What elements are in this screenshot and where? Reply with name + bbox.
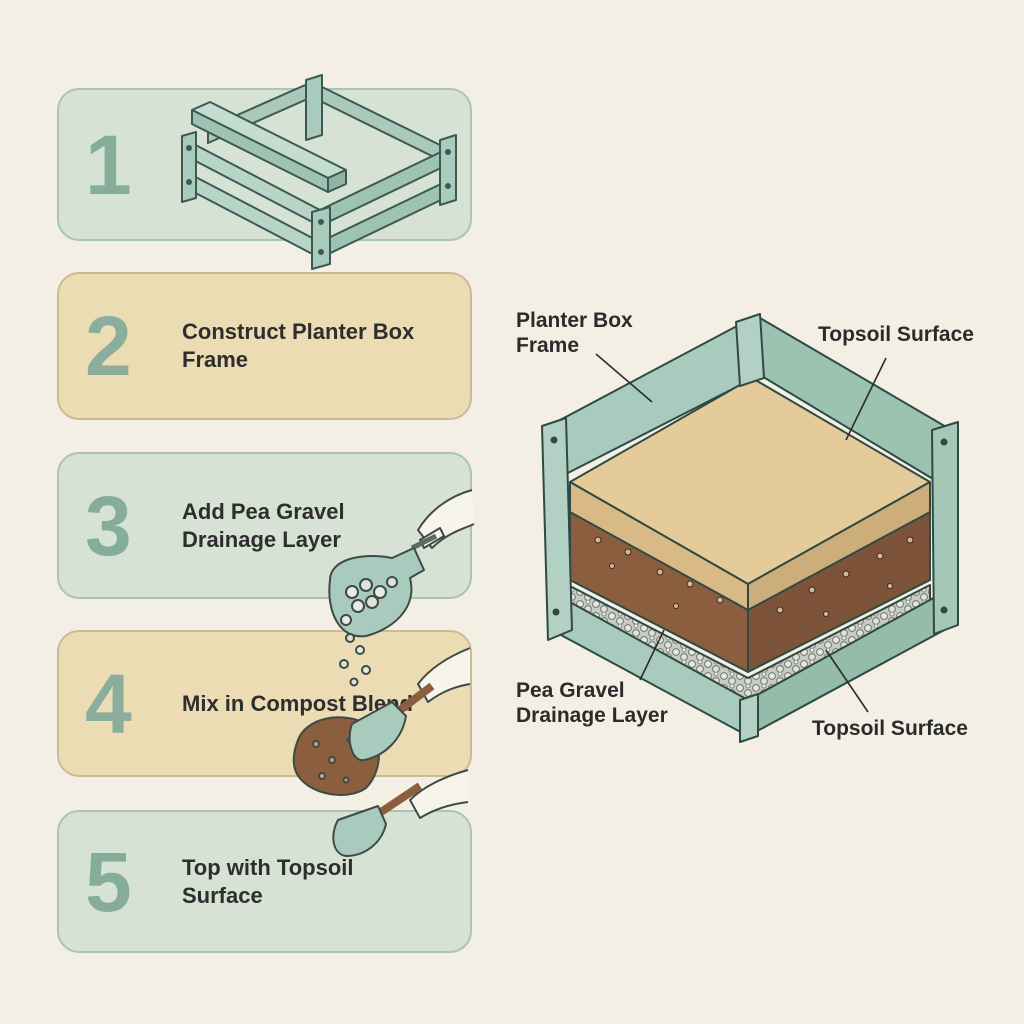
step-5-card: 5 Top with Topsoil Surface bbox=[57, 810, 472, 953]
step-4-number: 4 bbox=[85, 656, 132, 751]
callout-topsoil-bottom: Topsoil Surface bbox=[812, 717, 968, 740]
compost-trowel-icon bbox=[292, 647, 471, 796]
step-5-number: 5 bbox=[85, 834, 132, 929]
step-2-card: 2 Construct Planter Box Frame bbox=[57, 272, 472, 420]
step-1-number: 1 bbox=[85, 117, 132, 212]
callout-gravel: Pea Gravel Drainage Layer bbox=[516, 679, 668, 727]
callout-topsoil-top: Topsoil Surface bbox=[818, 323, 974, 346]
frame-assembly-icon bbox=[181, 74, 457, 270]
step-3-label: Add Pea Gravel Drainage Layer bbox=[182, 498, 345, 552]
step-5-label: Top with Topsoil Surface bbox=[182, 854, 354, 908]
planter-cross-section bbox=[541, 313, 959, 743]
callout-leaders bbox=[595, 353, 887, 713]
topsoil-trowel-icon bbox=[332, 769, 469, 857]
step-2-number: 2 bbox=[85, 299, 132, 393]
callout-frame: Planter Box Frame bbox=[516, 309, 633, 357]
step-2-label: Construct Planter Box Frame bbox=[182, 319, 415, 372]
topsoil-layer-right bbox=[747, 481, 931, 611]
gravel-scoop-icon bbox=[328, 489, 475, 687]
step-3-number: 3 bbox=[85, 478, 132, 573]
